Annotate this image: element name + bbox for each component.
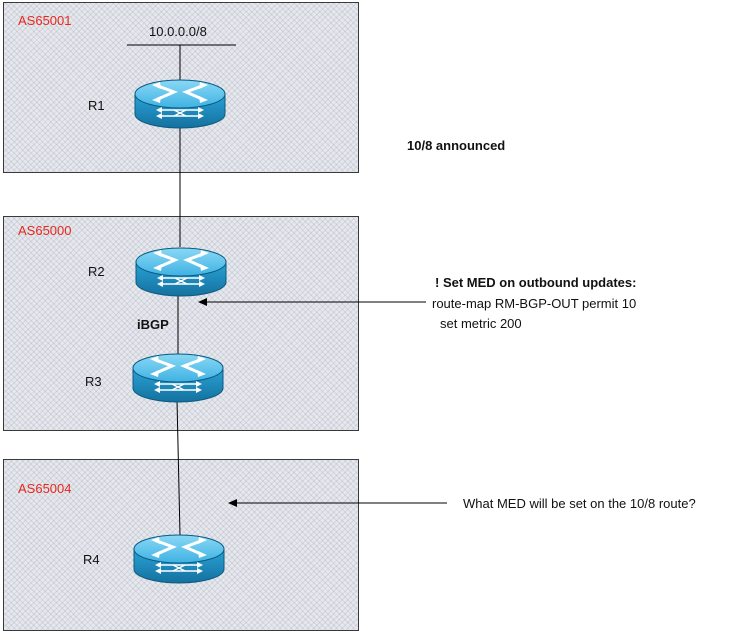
router-r4-icon [132, 533, 226, 585]
as65001-label: AS65001 [18, 13, 72, 28]
router-r1-icon [133, 78, 227, 130]
link-r3-r4 [176, 399, 181, 536]
as65000-label: AS65000 [18, 223, 72, 238]
router-r1-label: R1 [88, 98, 105, 113]
med-arrowhead [198, 298, 207, 306]
router-r4-label: R4 [83, 552, 100, 567]
router-r3-label: R3 [85, 374, 102, 389]
question-text: What MED will be set on the 10/8 route? [463, 496, 696, 511]
router-r2-icon [134, 246, 228, 298]
med-note-line1: route-map RM-BGP-OUT permit 10 [432, 296, 637, 311]
announce-note: 10/8 announced [407, 138, 506, 153]
as65004-label: AS65004 [18, 481, 72, 496]
router-r3-icon [131, 352, 225, 404]
med-note-title: ! Set MED on outbound updates: [435, 275, 637, 290]
router-r2-label: R2 [88, 264, 105, 279]
question-arrowhead [228, 499, 237, 507]
med-note-line2: set metric 200 [440, 316, 522, 331]
ibgp-label: iBGP [137, 317, 169, 332]
network-prefix-label: 10.0.0.0/8 [149, 24, 207, 39]
